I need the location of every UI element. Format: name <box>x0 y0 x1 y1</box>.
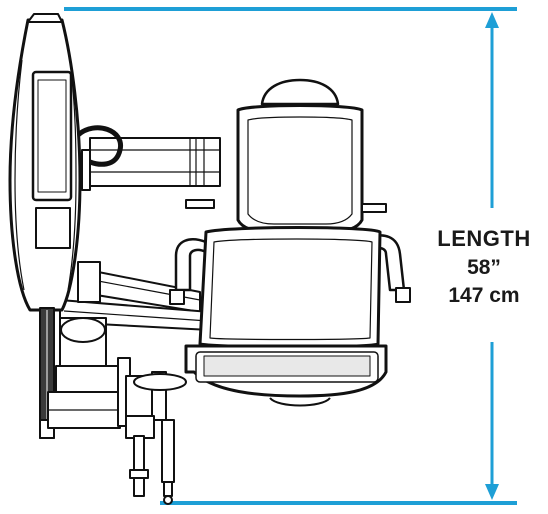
dimension-metric-label: 147 cm <box>448 284 520 307</box>
pedal-right <box>161 419 175 505</box>
dimension-lines <box>64 7 517 505</box>
bottom-arrow-head <box>485 484 499 500</box>
hub-assembly <box>47 317 187 439</box>
armrest-left <box>174 238 208 292</box>
console-screen <box>31 70 73 202</box>
headrest <box>260 78 340 106</box>
cable <box>76 125 123 167</box>
machine-drawing <box>8 13 411 505</box>
console-keypad <box>35 207 71 249</box>
dimension-imperial-label: 58” <box>467 256 501 279</box>
seat-cushion <box>198 226 382 349</box>
backrest <box>236 104 364 234</box>
chair <box>169 78 411 407</box>
dimension-name-label: LENGTH <box>437 226 531 251</box>
console-pillar <box>8 13 101 312</box>
pedal-left <box>129 435 149 497</box>
top-arrow-head <box>485 12 499 28</box>
